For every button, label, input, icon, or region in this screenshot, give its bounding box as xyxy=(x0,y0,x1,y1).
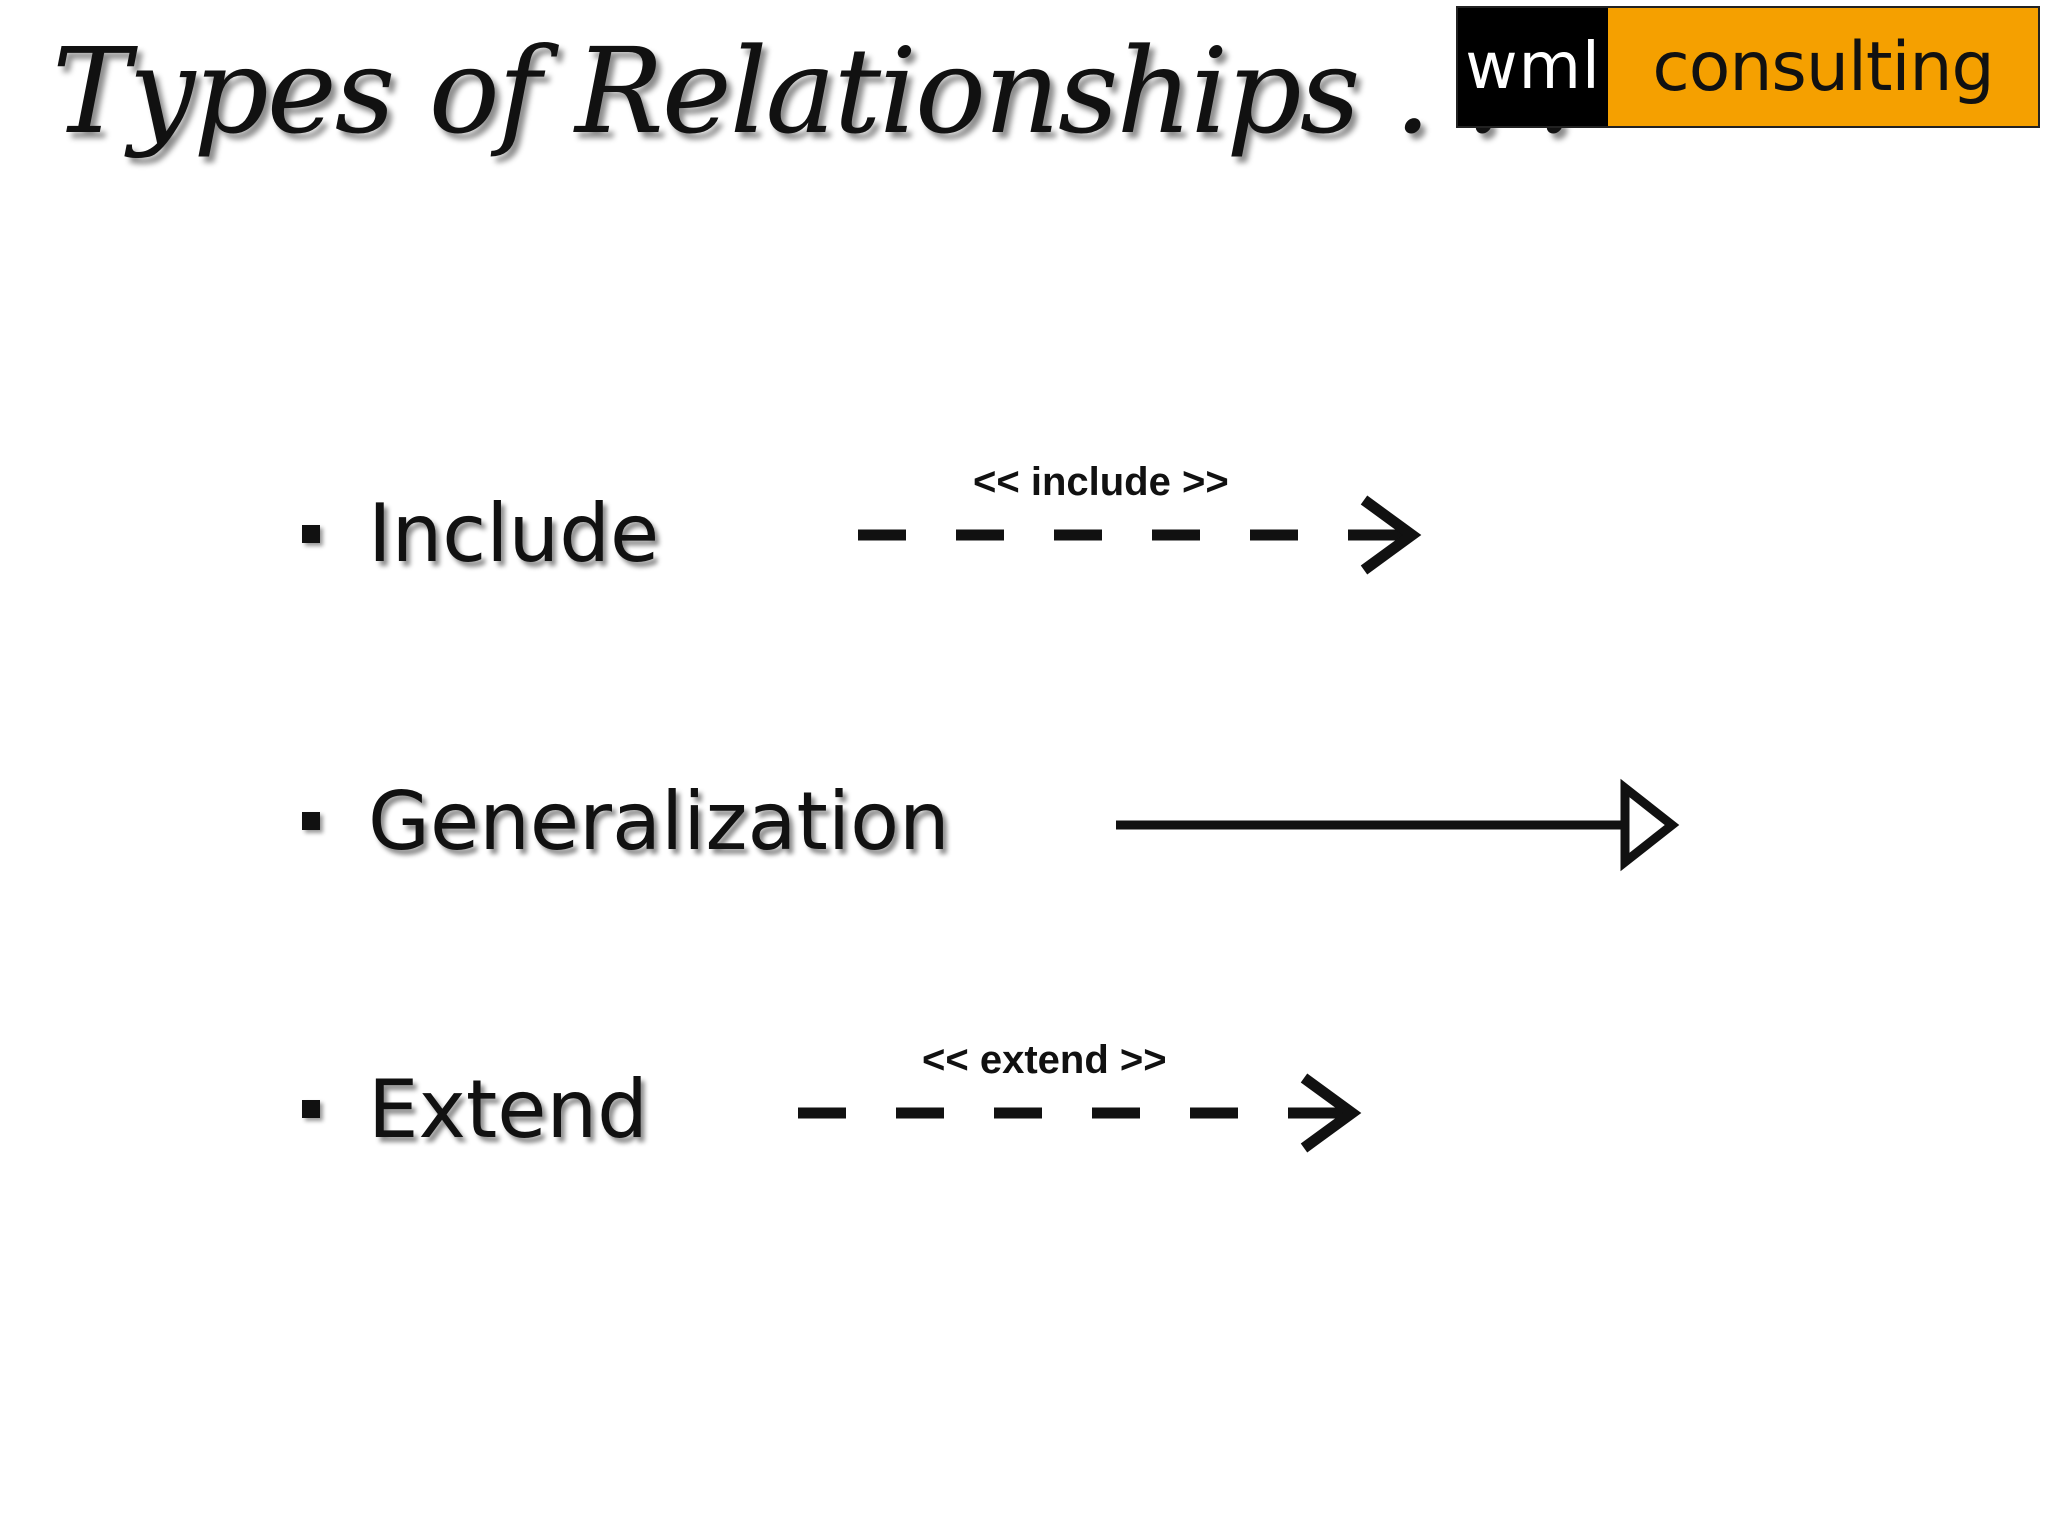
relationship-label-extend: Extend xyxy=(368,1063,648,1156)
logo-wml-text: wml xyxy=(1458,8,1608,126)
company-logo: wml consulting xyxy=(1456,6,2040,128)
include-dashed-arrow xyxy=(858,495,1422,575)
extend-stereotype-label: << extend >> xyxy=(922,1038,1167,1082)
relationship-label-generalization: Generalization xyxy=(368,775,950,868)
relationship-label-include: Include xyxy=(368,487,660,580)
bullet-icon xyxy=(302,525,320,543)
bullet-icon xyxy=(302,812,320,830)
bullet-icon xyxy=(302,1100,320,1118)
include-stereotype-label: << include >> xyxy=(973,460,1229,504)
logo-consulting-text: consulting xyxy=(1608,8,2038,126)
generalization-arrow xyxy=(1116,778,1680,872)
slide-title: Types of Relationships . . . xyxy=(52,22,1573,160)
extend-dashed-arrow xyxy=(798,1073,1362,1153)
